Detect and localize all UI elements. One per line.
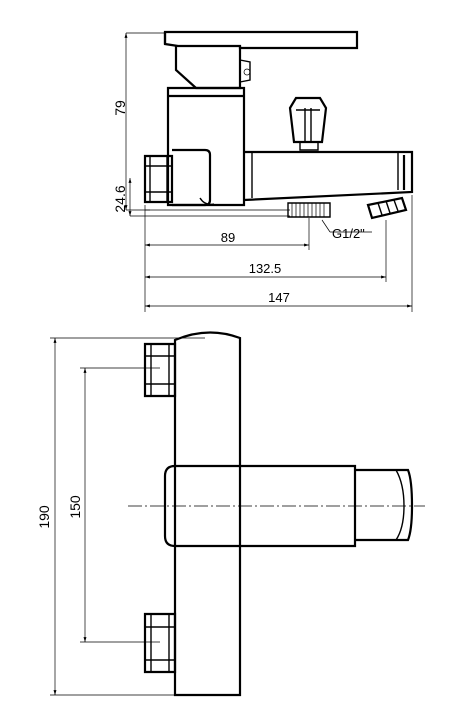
dim-89-label: 89 — [221, 230, 235, 245]
dim-150: 150 — [67, 367, 160, 643]
wall-connector-nut — [143, 148, 215, 207]
thread-callout: G1/2" — [321, 219, 372, 241]
dim-190: 190 — [36, 337, 205, 696]
lever-handle — [163, 30, 359, 90]
side-view: 79 24.6 89 G1/2" 132.5 — [112, 30, 414, 312]
thread-label: G1/2" — [332, 226, 365, 241]
thread-connector — [287, 202, 331, 218]
top-view: 190 150 — [36, 331, 425, 697]
dim-132-5: 132.5 — [145, 220, 387, 282]
diverter-knob — [288, 96, 328, 151]
top-nut-upper — [143, 342, 177, 398]
top-cartridge — [163, 464, 357, 548]
dim-147: 147 — [144, 195, 413, 312]
dim-79: 79 — [112, 32, 166, 210]
spout — [243, 150, 414, 202]
top-body — [173, 331, 242, 697]
dim-89: 89 — [145, 218, 310, 250]
dim-24-6: 24.6 — [112, 178, 290, 217]
top-spout — [355, 468, 414, 542]
top-nut-lower — [143, 612, 177, 674]
dim-150-label: 150 — [67, 495, 83, 519]
dim-190-label: 190 — [36, 505, 52, 529]
hose-outlet — [366, 196, 408, 220]
dim-147-label: 147 — [268, 290, 290, 305]
cartridge-body — [166, 86, 246, 207]
dim-24-6-label: 24.6 — [112, 185, 128, 212]
dim-132-5-label: 132.5 — [249, 261, 282, 276]
dim-79-label: 79 — [112, 100, 128, 116]
